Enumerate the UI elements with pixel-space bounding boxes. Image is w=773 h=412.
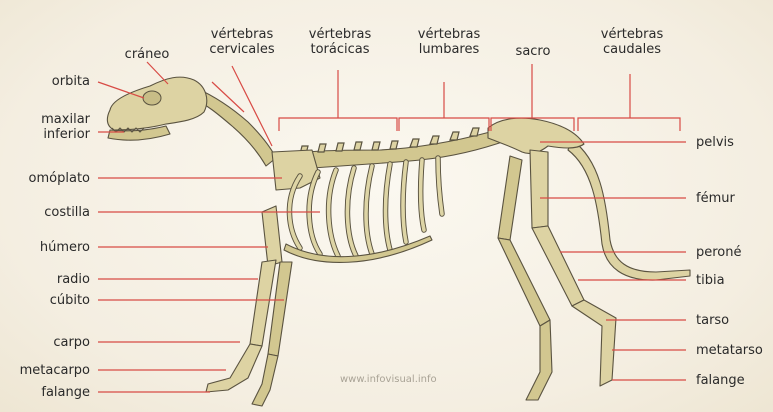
label-vertebras-toracicas-line1: vértebras: [309, 27, 371, 42]
label-maxilar-inferior-line1: maxilar: [41, 112, 90, 127]
label-falange-derecha: falange: [696, 373, 745, 388]
label-radio: radio: [57, 272, 90, 287]
label-vertebras-lumbares-line1: vértebras: [418, 27, 480, 42]
orbit-socket: [143, 91, 161, 105]
watermark: www.infovisual.info: [340, 374, 437, 385]
label-maxilar-inferior-line2: inferior: [41, 127, 90, 142]
hind-leg-back: [498, 156, 522, 240]
label-vertebras-cervicales: vértebras cervicales: [209, 27, 274, 57]
label-carpo: carpo: [53, 335, 90, 350]
label-metacarpo: metacarpo: [20, 363, 90, 378]
label-maxilar-inferior: maxilar inferior: [41, 112, 90, 142]
label-vertebras-caudales-line2: caudales: [601, 42, 663, 57]
label-vertebras-toracicas-line2: torácicas: [309, 42, 371, 57]
label-pelvis: pelvis: [696, 135, 734, 150]
label-tibia: tibia: [696, 273, 725, 288]
label-vertebras-cervicales-line2: cervicales: [209, 42, 274, 57]
femur-bone: [530, 150, 548, 228]
label-craneo: cráneo: [125, 47, 170, 62]
label-omoplato: omóplato: [29, 171, 90, 186]
label-metatarso: metatarso: [696, 343, 763, 358]
hind-paw: [572, 300, 616, 386]
tail-vertebrae: [568, 140, 690, 280]
hind-paw-2: [526, 320, 552, 400]
label-vertebras-lumbares: vértebras lumbares: [418, 27, 480, 57]
label-vertebras-caudales-line1: vértebras: [601, 27, 663, 42]
label-cubito: cúbito: [50, 293, 90, 308]
label-tarso: tarso: [696, 313, 729, 328]
sternum: [284, 236, 432, 262]
label-costilla: costilla: [44, 205, 90, 220]
label-orbita: orbita: [52, 74, 90, 89]
tibia-bone: [532, 226, 584, 306]
label-falange-izquierda: falange: [41, 385, 90, 400]
label-sacro: sacro: [516, 44, 551, 59]
humerus: [262, 206, 282, 266]
label-vertebras-lumbares-line2: lumbares: [418, 42, 480, 57]
label-vertebras-toracicas: vértebras torácicas: [309, 27, 371, 57]
label-femur: fémur: [696, 191, 735, 206]
label-humero: húmero: [40, 240, 90, 255]
label-vertebras-caudales: vértebras caudales: [601, 27, 663, 57]
hind-leg-back-2: [498, 238, 550, 326]
pelvis-bone: [488, 118, 584, 154]
label-perone: peroné: [696, 245, 742, 260]
front-paw-2: [252, 354, 278, 406]
front-paw: [206, 344, 262, 392]
label-vertebras-cervicales-line1: vértebras: [209, 27, 274, 42]
